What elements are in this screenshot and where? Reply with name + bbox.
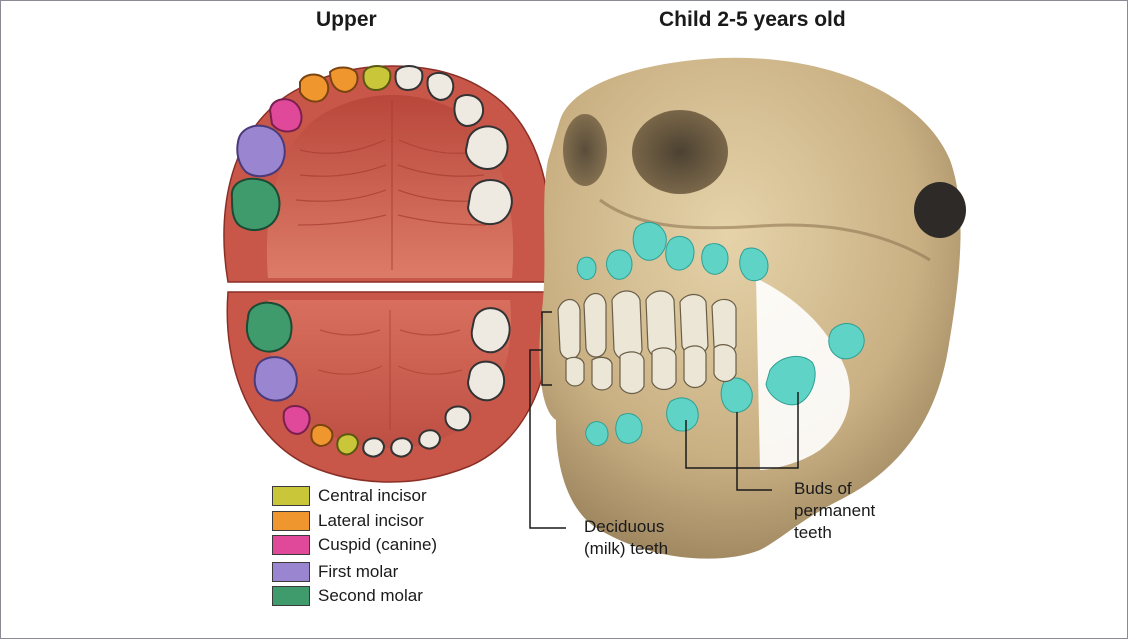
- lower-canine: [284, 406, 310, 434]
- upper-lateral-incisor: [300, 75, 328, 102]
- cuspid-swatch: [272, 535, 310, 555]
- legend-label: Second molar: [318, 586, 423, 606]
- central-incisor-swatch: [272, 486, 310, 506]
- callout-line: teeth: [794, 522, 875, 544]
- child-skull: [539, 58, 966, 559]
- deciduous-teeth-label: Deciduous (milk) teeth: [584, 516, 668, 560]
- callout-line: Buds of: [794, 478, 875, 500]
- first-molar-swatch: [272, 562, 310, 582]
- lateral-incisor-swatch: [272, 511, 310, 531]
- lower-first-molar: [255, 357, 297, 400]
- legend-label: Lateral incisor: [318, 511, 424, 531]
- callout-line: permanent: [794, 500, 875, 522]
- lower-lateral-incisor: [311, 425, 332, 446]
- lower-central-incisor: [337, 434, 358, 454]
- upper-arch: [224, 66, 550, 282]
- second-molar-swatch: [272, 586, 310, 606]
- permanent-buds-label: Buds of permanent teeth: [794, 478, 875, 544]
- tooth-legend: Central incisor Lateral incisor Cuspid (…: [272, 486, 512, 616]
- upper-canine: [270, 99, 301, 131]
- upper-central-incisor: [364, 66, 391, 90]
- upper-first-molar: [237, 126, 284, 176]
- callout-line: Deciduous: [584, 516, 668, 538]
- upper-second-molar: [232, 179, 280, 230]
- lower-arch: [227, 292, 550, 482]
- callout-line: (milk) teeth: [584, 538, 668, 560]
- legend-label: Central incisor: [318, 486, 427, 506]
- lower-second-molar: [247, 303, 292, 352]
- legend-label: First molar: [318, 562, 398, 582]
- legend-label: Cuspid (canine): [318, 535, 437, 555]
